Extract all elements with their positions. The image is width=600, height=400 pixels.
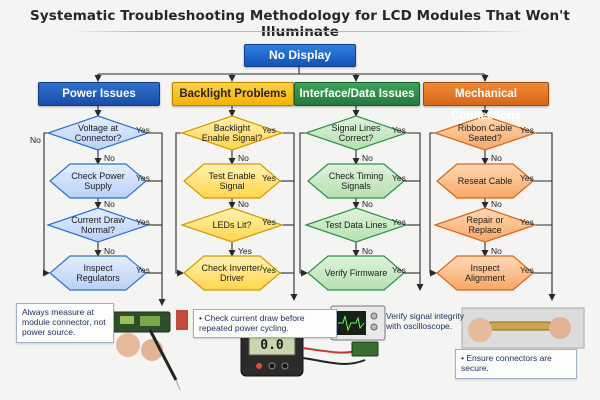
page-title: Systematic Troubleshooting Methodology f… (30, 8, 570, 40)
backlight-node-leds-lit: LEDs Lit? (184, 209, 280, 241)
interface-node-test-data-label: Test Data Lines (324, 220, 388, 230)
power-node-1-shape (46, 115, 150, 151)
mechanical-node-1-shape (433, 115, 537, 151)
yes-label: Yes (392, 125, 406, 135)
no-label: No (104, 153, 115, 163)
yes-label: Yes (520, 173, 534, 183)
yes-label: Yes (136, 217, 150, 227)
yes-label: Yes (262, 217, 276, 227)
power-node-voltage-label: Voltage at Connector? (74, 123, 122, 143)
header-mechanical-connections: Mechanical Connections (423, 82, 549, 122)
mechanical-node-ribbon-cable-label: Ribbon Cable Seated? (457, 123, 513, 143)
mechanical-node-3-shape (433, 207, 537, 243)
mechanical-node-4-shape (436, 255, 534, 291)
power-node-check-supply: Check Power Supply (50, 165, 146, 197)
backlight-node-enable-signal-label: Backlight Enable Signal? (201, 123, 263, 143)
power-node-3-shape (46, 207, 150, 243)
note-mechanical-text: • Ensure connectors are secure. (461, 353, 552, 373)
header-power-issues: Power Issues (38, 82, 160, 106)
interface-node-2-shape (307, 163, 405, 199)
interface-node-signal-lines: Signal Lines Correct? (308, 117, 404, 149)
interface-node-signal-lines-label: Signal Lines Correct? (331, 123, 381, 143)
power-node-current-draw: Current Draw Normal? (50, 209, 146, 241)
mechanical-node-2-shape (436, 163, 534, 199)
mechanical-node-inspect-alignment-label: Inspect Alignment (464, 263, 506, 283)
interface-node-check-timing: Check Timing Signals (308, 165, 404, 197)
note-power-text: Always measure at module connector, not … (22, 307, 106, 337)
yes-label: Yes (520, 125, 534, 135)
mechanical-node-repair-replace-label: Repair or Replace (466, 215, 504, 235)
note-backlight: • Check current draw before repeated pow… (193, 309, 337, 338)
yes-label: Yes (238, 246, 252, 256)
yes-label: Yes (520, 217, 534, 227)
note-mechanical: • Ensure connectors are secure. (455, 349, 577, 379)
power-node-2-shape (49, 163, 147, 199)
no-label: No (491, 199, 502, 209)
interface-node-test-data: Test Data Lines (308, 209, 404, 241)
yes-label: Yes (392, 265, 406, 275)
multimeter-illustration (240, 331, 379, 377)
note-interface-text: Verify signal integrity with oscilloscop… (386, 311, 464, 331)
backlight-node-4-shape (183, 255, 281, 291)
power-node-check-supply-label: Check Power Supply (71, 171, 125, 191)
no-label: No (362, 199, 373, 209)
backlight-node-check-inverter-label: Check Inverter/ Driver (201, 263, 263, 283)
yes-label: Yes (392, 173, 406, 183)
yes-label: Yes (262, 125, 276, 135)
oscilloscope-illustration (330, 305, 386, 341)
no-label: No (491, 153, 502, 163)
interface-node-4-shape (307, 255, 405, 291)
interface-node-verify-firmware: Verify Firmware (308, 257, 404, 289)
power-node-inspect-regulators-label: Inspect Regulators (76, 263, 120, 283)
interface-node-check-timing-label: Check Timing Signals (328, 171, 384, 191)
no-label: No (238, 199, 249, 209)
no-label: No (362, 246, 373, 256)
cable-illustration (461, 307, 585, 349)
backlight-node-leds-lit-label: LEDs Lit? (212, 220, 252, 230)
interface-node-3-shape (304, 207, 408, 243)
note-backlight-text: • Check current draw before repeated pow… (199, 313, 305, 333)
note-interface: Verify signal integrity with oscilloscop… (386, 311, 470, 331)
interface-node-verify-firmware-label: Verify Firmware (324, 268, 388, 278)
power-node-voltage: Voltage at Connector? (50, 117, 146, 149)
mechanical-node-reseat-cable: Reseat Cable (437, 165, 533, 197)
yes-label: Yes (136, 173, 150, 183)
interface-node-1-shape (304, 115, 408, 151)
mechanical-node-reseat-cable-label: Reseat Cable (457, 176, 513, 186)
yes-label: Yes (392, 217, 406, 227)
multimeter-readout: 0.0 (260, 338, 284, 353)
backlight-node-1-shape (180, 115, 284, 151)
backlight-node-enable-signal: Backlight Enable Signal? (184, 117, 280, 149)
backlight-node-test-enable-label: Test Enable Signal (208, 171, 256, 191)
backlight-node-3-shape (180, 207, 284, 243)
no-label: No (238, 153, 249, 163)
mechanical-node-ribbon-cable: Ribbon Cable Seated? (437, 117, 533, 149)
header-interface-data-issues: Interface/Data Issues (294, 82, 420, 106)
backlight-node-2-shape (183, 163, 281, 199)
no-label: No (491, 246, 502, 256)
no-label: No (104, 199, 115, 209)
backlight-node-test-enable: Test Enable Signal (184, 165, 280, 197)
mechanical-node-repair-replace: Repair or Replace (437, 209, 533, 241)
no-label: No (104, 246, 115, 256)
probe-illustration (111, 310, 188, 391)
yes-label: Yes (136, 125, 150, 135)
no-label: No (362, 153, 373, 163)
yes-label: Yes (262, 173, 276, 183)
mechanical-node-inspect-alignment: Inspect Alignment (437, 257, 533, 289)
title-divider (70, 31, 530, 32)
power-node-inspect-regulators: Inspect Regulators (50, 257, 146, 289)
backlight-node-check-inverter: Check Inverter/ Driver (184, 257, 280, 289)
no-label: No (30, 135, 41, 145)
root-node-no-display: No Display (244, 44, 356, 67)
yes-label: Yes (136, 265, 150, 275)
power-node-current-draw-label: Current Draw Normal? (71, 215, 125, 235)
note-power: Always measure at module connector, not … (16, 303, 114, 343)
power-node-4-shape (49, 255, 147, 291)
yes-label: Yes (262, 265, 276, 275)
yes-label: Yes (520, 265, 534, 275)
header-backlight-problems: Backlight Problems (172, 82, 294, 106)
